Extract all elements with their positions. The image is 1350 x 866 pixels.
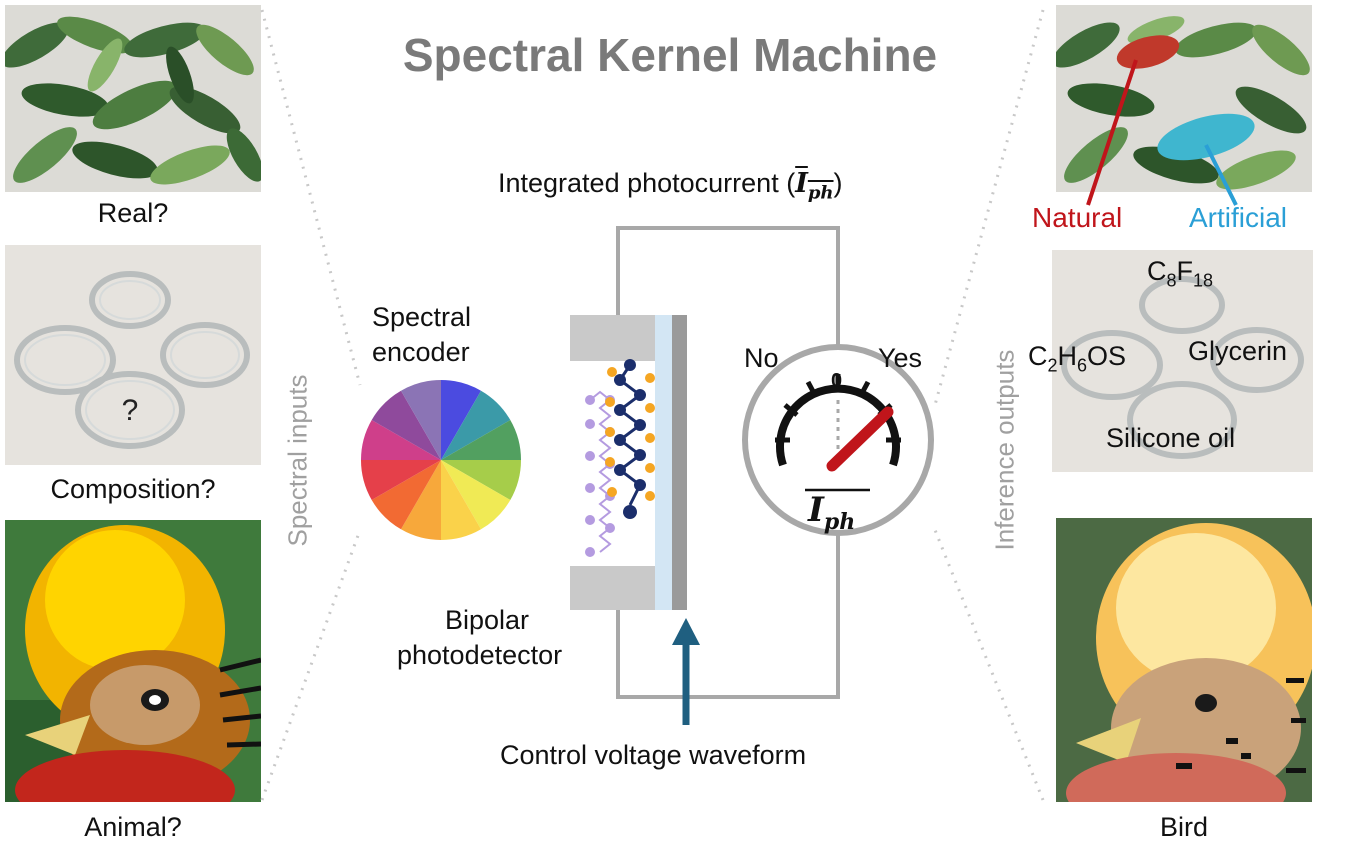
photocurrent-label: Integrated photocurrent (Iph)	[498, 168, 843, 203]
photocurrent-text: Integrated photocurrent (	[498, 168, 796, 198]
natural-label: Natural	[1032, 202, 1123, 233]
bird-photo-left	[5, 520, 261, 802]
meter-no-label: No	[744, 343, 779, 373]
detector-label-line2: photodetector	[397, 640, 563, 670]
spectral-encoder-wheel	[361, 380, 521, 540]
circuit-wires	[616, 226, 840, 699]
bird-illustration-left	[5, 520, 261, 802]
animal-caption: Animal?	[84, 812, 182, 842]
question-mark: ?	[122, 394, 139, 427]
photocurrent-meter	[742, 344, 934, 536]
encoder-label-line1: Spectral	[372, 302, 472, 332]
leaves-illustration	[5, 5, 261, 192]
leaves-illustration-right	[1056, 5, 1312, 192]
c2h6os-label: C2H6OS	[1028, 341, 1127, 376]
dotted-connectors	[260, 9, 1045, 801]
leaves-photo-right	[1056, 5, 1312, 192]
glycerin-label: Glycerin	[1188, 336, 1288, 366]
composition-caption: Composition?	[50, 474, 216, 504]
silicone-oil-label: Silicone oil	[1106, 423, 1236, 453]
meter-zero-label: 0	[831, 370, 843, 392]
artificial-label: Artificial	[1189, 202, 1288, 233]
photocurrent-symbol: Iph	[795, 168, 834, 204]
bird-illustration-right	[1056, 518, 1312, 802]
dishes-illustration-right	[1052, 250, 1313, 472]
photocurrent-close: )	[833, 168, 843, 198]
dishes-illustration: ?	[5, 245, 261, 465]
leaf-pointers	[1086, 59, 1238, 206]
control-arrow	[672, 618, 700, 725]
meter-yes-label: Yes	[878, 343, 923, 373]
dishes-photo-right	[1052, 250, 1313, 472]
c8f18-label: C8F18	[1147, 256, 1214, 291]
control-voltage-label: Control voltage waveform	[500, 740, 807, 770]
detector-label-line1: Bipolar	[445, 605, 530, 635]
real-caption: Real?	[97, 198, 169, 228]
dishes-photo: ?	[5, 245, 261, 465]
photodetector	[570, 315, 687, 610]
leaves-photo	[5, 5, 261, 192]
page-title: Spectral Kernel Machine	[402, 29, 938, 81]
bird-caption: Bird	[1159, 812, 1208, 842]
bird-photo-right	[1056, 518, 1312, 802]
inference-outputs-label: Inference outputs	[989, 349, 1020, 551]
encoder-label-line2: encoder	[372, 337, 470, 367]
meter-symbol: Iph	[808, 490, 856, 535]
